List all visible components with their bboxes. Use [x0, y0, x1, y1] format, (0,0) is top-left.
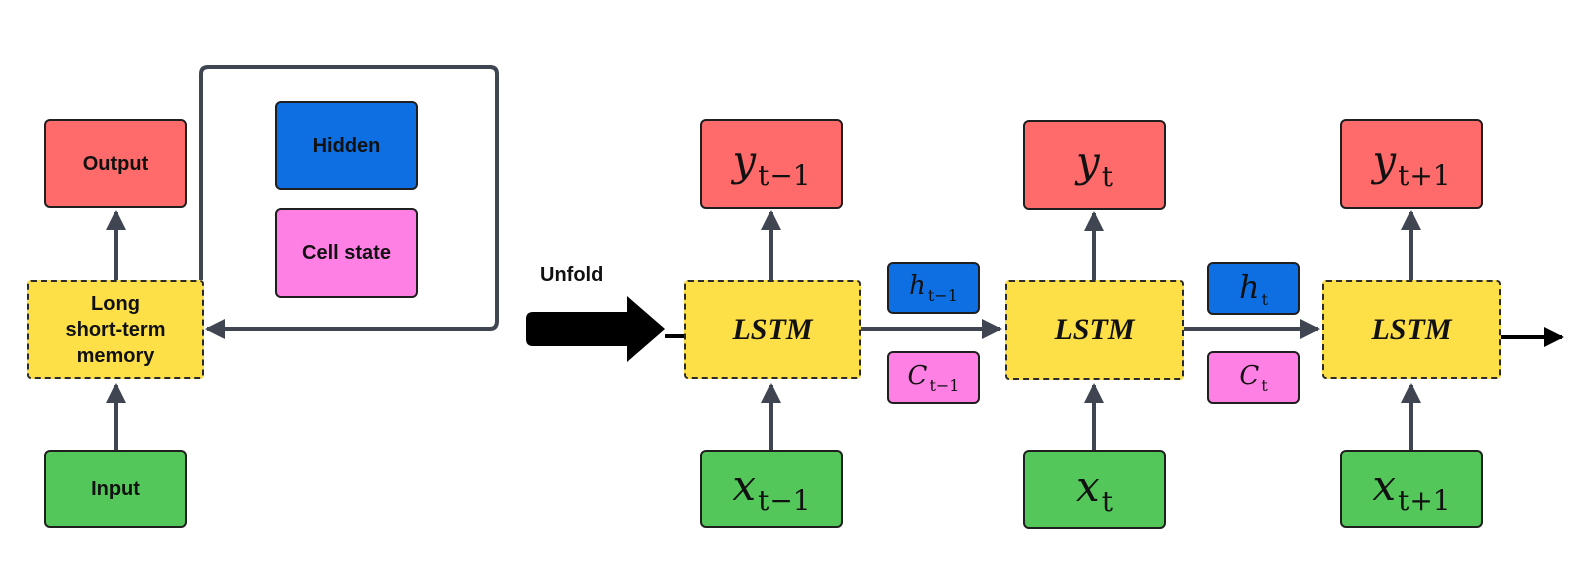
- hidden-label: Hidden: [312, 134, 381, 157]
- c-base: C: [1239, 360, 1260, 391]
- unfold-arrow: [526, 296, 665, 362]
- cell-state-legend-box: Cell state: [275, 208, 418, 298]
- input-box: Input: [44, 450, 187, 528]
- input-label: Input: [91, 478, 140, 500]
- x-base: x: [1076, 461, 1100, 511]
- lstm-cell: LSTM: [1322, 280, 1501, 379]
- lstm-cell: LSTM: [684, 280, 861, 379]
- memory-box: Long short-term memory: [27, 280, 204, 379]
- output-y-box: yt: [1023, 120, 1166, 210]
- h-base: h: [1238, 268, 1260, 306]
- x-subscript: t: [1101, 484, 1113, 518]
- c-subscript: t: [1261, 375, 1268, 395]
- y-subscript: t: [1101, 160, 1113, 193]
- memory-label: Long short-term memory: [65, 292, 166, 367]
- x-subscript: t+1: [1398, 484, 1451, 517]
- lstm-cell: LSTM: [1005, 280, 1184, 380]
- input-x-box: xt: [1023, 450, 1166, 529]
- y-base: y: [732, 136, 757, 185]
- output-y-symbol: yt+1: [1372, 136, 1450, 192]
- input-x-box: xt+1: [1340, 450, 1483, 528]
- output-y-symbol: yt−1: [732, 136, 810, 192]
- c-base: C: [907, 360, 928, 391]
- lstm-label: LSTM: [732, 312, 813, 346]
- output-label: Output: [82, 152, 149, 175]
- output-y-symbol: yt: [1076, 137, 1113, 193]
- y-base: y: [1076, 137, 1100, 186]
- lstm-label: LSTM: [1371, 312, 1452, 346]
- output-y-box: yt−1: [700, 119, 843, 209]
- input-x-symbol: xt+1: [1372, 461, 1450, 517]
- recurrent-loop-arrow: [199, 65, 499, 339]
- y-subscript: t+1: [1398, 159, 1451, 192]
- x-base: x: [1372, 461, 1397, 510]
- x-base: x: [732, 461, 757, 510]
- y-subscript: t−1: [758, 159, 811, 192]
- c-subscript: t−1: [929, 375, 960, 395]
- output-y-box: yt+1: [1340, 119, 1483, 209]
- h-base: h: [909, 271, 926, 301]
- input-x-box: xt−1: [700, 450, 843, 528]
- cell-state-label: Cell state: [302, 242, 391, 264]
- input-x-symbol: xt: [1076, 462, 1113, 518]
- unfold-label: Unfold: [540, 264, 604, 286]
- input-x-symbol: xt−1: [732, 461, 810, 517]
- h-subscript: t: [1261, 290, 1269, 309]
- y-base: y: [1372, 136, 1397, 185]
- output-box: Output: [44, 119, 187, 208]
- hidden-legend-box: Hidden: [275, 101, 418, 190]
- h-subscript: t−1: [927, 286, 958, 305]
- lstm-label: LSTM: [1054, 313, 1135, 346]
- x-subscript: t−1: [758, 484, 811, 517]
